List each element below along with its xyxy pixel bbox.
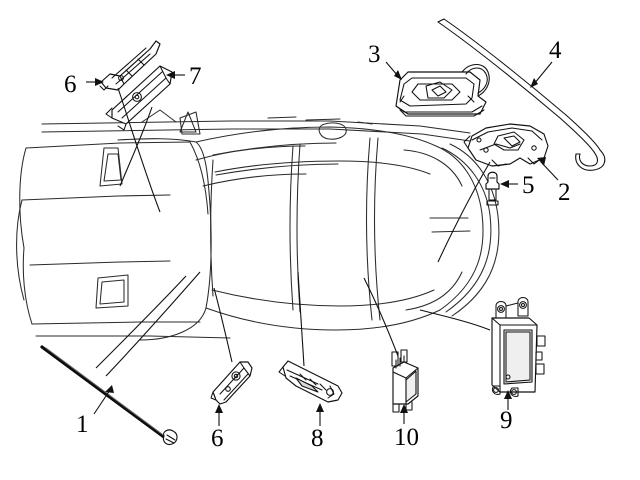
- part-3-sunroof-drive-unit: [395, 63, 490, 117]
- callout-1: 1: [76, 385, 114, 438]
- part-5-mounting-grommet-screw: [485, 171, 500, 206]
- part-4-antenna-cable: [437, 18, 606, 171]
- callout-3-label: 3: [368, 41, 381, 68]
- leader-lines: [95, 87, 491, 377]
- callout-5-label: 5: [522, 172, 535, 199]
- part-10-relay-module: [391, 349, 419, 413]
- callout-10: 10: [394, 404, 419, 451]
- callout-7: 7: [166, 63, 202, 90]
- callout-9: 9: [500, 390, 513, 434]
- part-6-antenna-amplifier-lower: [210, 361, 253, 405]
- part-2-antenna-base-bracket: [463, 123, 549, 167]
- callout-6-upper: 6: [64, 71, 104, 98]
- part-9-control-module-ecu: [491, 296, 546, 397]
- callout-4: 4: [530, 37, 562, 88]
- part-6-antenna-amplifier-upper: [99, 40, 161, 91]
- callout-6-lower-label: 6: [211, 425, 224, 452]
- callout-6-lower: 6: [211, 404, 224, 452]
- callout-3: 3: [368, 41, 402, 80]
- callout-2: 2: [537, 157, 571, 206]
- callout-layer: 1 2 3 4: [64, 37, 571, 452]
- part-8-antenna-module-rear: [278, 360, 343, 403]
- part-1-antenna-mast: [40, 345, 178, 446]
- callout-1-label: 1: [76, 411, 89, 438]
- callout-5: 5: [500, 172, 535, 199]
- callout-7-label: 7: [189, 63, 202, 90]
- callout-4-label: 4: [549, 37, 562, 64]
- callout-8: 8: [311, 403, 324, 452]
- callout-9-label: 9: [500, 407, 513, 434]
- car-body-outline: [16, 109, 500, 341]
- callout-8-label: 8: [311, 425, 324, 452]
- callout-10-label: 10: [394, 424, 419, 451]
- callout-6-upper-label: 6: [64, 71, 77, 98]
- part-7-antenna-cover: [105, 65, 173, 131]
- callout-2-label: 2: [558, 179, 571, 206]
